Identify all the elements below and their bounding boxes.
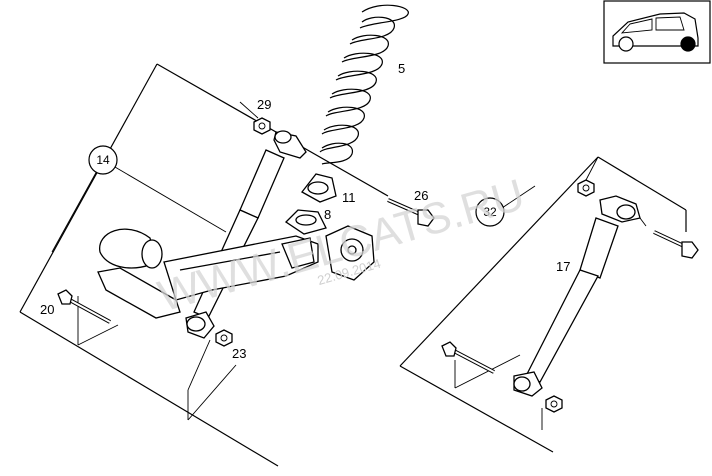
rear-axle xyxy=(97,225,375,319)
callout-circle-14: 14 xyxy=(88,145,118,175)
assembly-frame-32 xyxy=(399,156,687,453)
label-29: 29 xyxy=(257,97,271,112)
shock-absorber-right xyxy=(513,195,641,397)
callout-14-label: 14 xyxy=(96,153,110,167)
label-8: 8 xyxy=(324,207,331,222)
nut-lower-right xyxy=(545,395,563,413)
bolt-20 xyxy=(57,289,111,324)
car-side-icon xyxy=(612,12,699,52)
callout-32-label: 32 xyxy=(483,205,497,219)
bolt-upper-right xyxy=(653,230,699,259)
callout-circle-32: 32 xyxy=(475,197,505,227)
bolt-lower-right xyxy=(441,341,495,374)
vehicle-indicator xyxy=(603,0,711,64)
label-11: 11 xyxy=(342,190,356,205)
label-20: 20 xyxy=(40,302,54,317)
upper-bushing xyxy=(273,130,307,159)
bolt-26 xyxy=(387,198,435,227)
nut-23 xyxy=(215,329,233,347)
spring-seat-11 xyxy=(301,173,337,203)
assembly-frame-14 xyxy=(19,63,389,467)
label-23: 23 xyxy=(232,346,246,361)
spring-seat-8 xyxy=(284,209,327,235)
coil-spring xyxy=(319,4,409,165)
label-26: 26 xyxy=(414,188,428,203)
label-17: 17 xyxy=(556,259,570,274)
label-5: 5 xyxy=(398,61,405,76)
upper-nut-29 xyxy=(253,117,271,135)
upper-nut-right xyxy=(577,179,595,197)
